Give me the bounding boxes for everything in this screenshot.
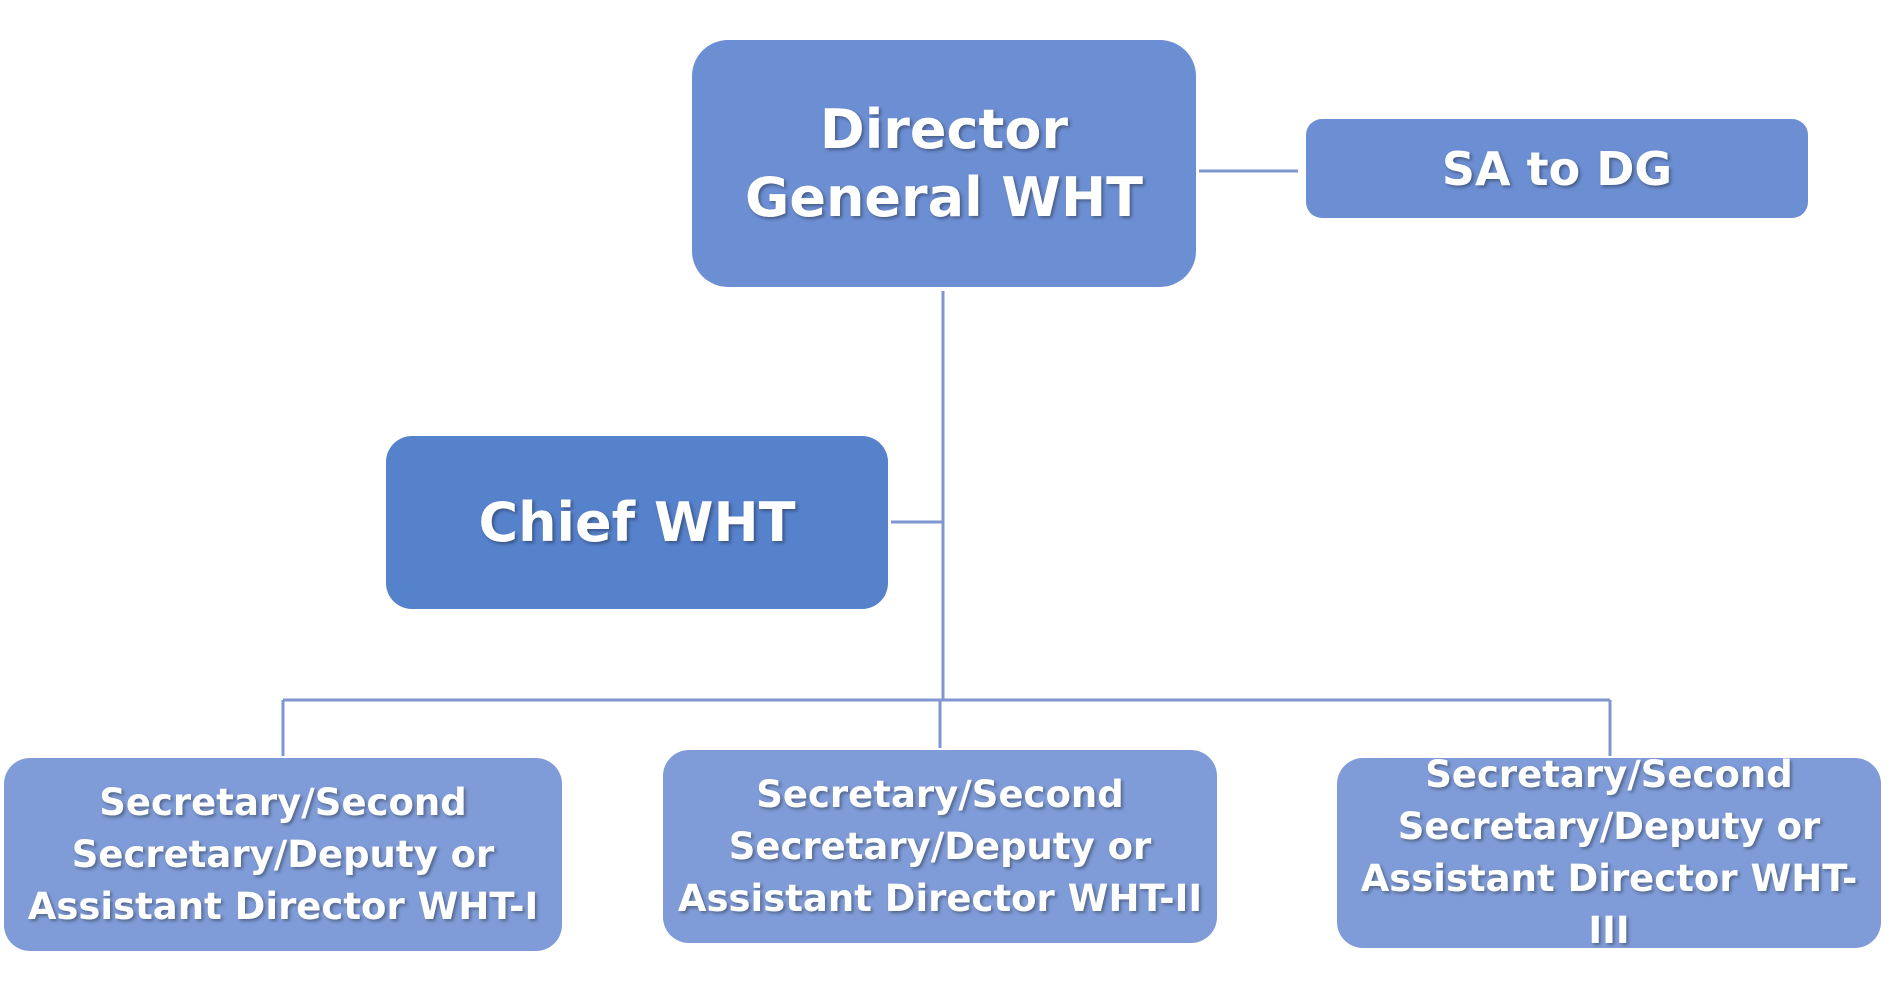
wht-3-label: Secretary/Second Secretary/Deputy or Ass… — [1360, 753, 1858, 952]
wht-1-label: Secretary/Second Secretary/Deputy or Ass… — [27, 780, 539, 928]
sa-to-dg-label: SA to DG — [1441, 141, 1673, 196]
wht-2-box: Secretary/Second Secretary/Deputy or Ass… — [663, 750, 1217, 943]
director-general-box: Director General WHT — [692, 40, 1196, 287]
wht-2-label: Secretary/Second Secretary/Deputy or Ass… — [677, 772, 1203, 920]
wht-1-box: Secretary/Second Secretary/Deputy or Ass… — [4, 758, 562, 951]
wht-3-box: Secretary/Second Secretary/Deputy or Ass… — [1337, 753, 1881, 952]
chief-wht-label: Chief WHT — [478, 491, 796, 554]
director-general-label: Director General WHT — [745, 97, 1143, 229]
chief-wht-box: Chief WHT — [386, 436, 888, 609]
sa-to-dg-box: SA to DG — [1306, 119, 1808, 218]
